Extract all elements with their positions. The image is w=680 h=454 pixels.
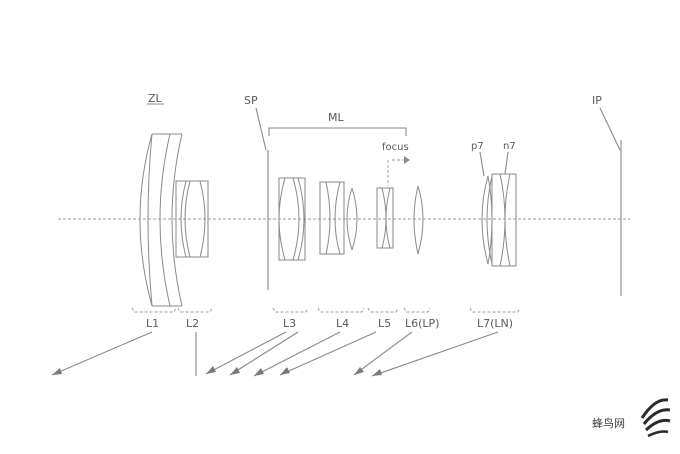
label-l1: L1 xyxy=(146,317,159,330)
label-l4: L4 xyxy=(336,317,349,330)
label-l3: L3 xyxy=(283,317,296,330)
bracket-l2 xyxy=(177,307,213,313)
watermark-logo xyxy=(640,398,669,419)
label-l7: L7(LN) xyxy=(477,317,513,330)
lens-l1 xyxy=(139,133,183,307)
lens-l6 xyxy=(413,185,424,255)
bracket-l1 xyxy=(131,307,177,313)
watermark: 蜂鸟网 xyxy=(592,398,671,438)
arrow-l1 xyxy=(51,331,153,376)
bracket-l3 xyxy=(272,307,309,313)
bracket-l6 xyxy=(403,307,431,313)
sp-leader xyxy=(255,107,267,151)
label-l5: L5 xyxy=(378,317,391,330)
lens-l5 xyxy=(376,187,394,249)
lens-l7 xyxy=(481,173,517,267)
bracket-l5 xyxy=(367,307,399,313)
lens-l3 xyxy=(278,177,306,261)
pointer-arrows xyxy=(51,331,499,377)
label-ml: ML xyxy=(328,111,344,124)
ml-bracket xyxy=(268,127,407,136)
arrow-l7 xyxy=(371,331,499,377)
bracket-l7 xyxy=(469,307,521,313)
bracket-l4 xyxy=(317,307,365,313)
watermark-text: 蜂鸟网 xyxy=(592,416,625,430)
label-p7: p7 xyxy=(471,141,484,152)
label-n7: n7 xyxy=(503,141,516,152)
lens-l4 xyxy=(319,181,358,255)
label-focus: focus xyxy=(382,142,409,153)
ip-leader xyxy=(599,107,621,151)
p7-leader xyxy=(479,151,485,177)
arrow-l4 xyxy=(253,331,341,377)
n7-leader xyxy=(504,151,509,175)
arrow-l3 xyxy=(205,331,287,375)
label-ip: IP xyxy=(592,94,602,107)
label-l6: L6(LP) xyxy=(405,317,439,330)
focus-arrow-head xyxy=(404,156,410,164)
arrow-l5 xyxy=(279,331,377,376)
label-sp: SP xyxy=(244,94,258,107)
arrow-l3b xyxy=(229,331,299,376)
label-zl: ZL xyxy=(148,92,163,105)
arrow-l6 xyxy=(353,331,413,376)
label-l2: L2 xyxy=(186,317,199,330)
lens-l2 xyxy=(175,180,209,258)
